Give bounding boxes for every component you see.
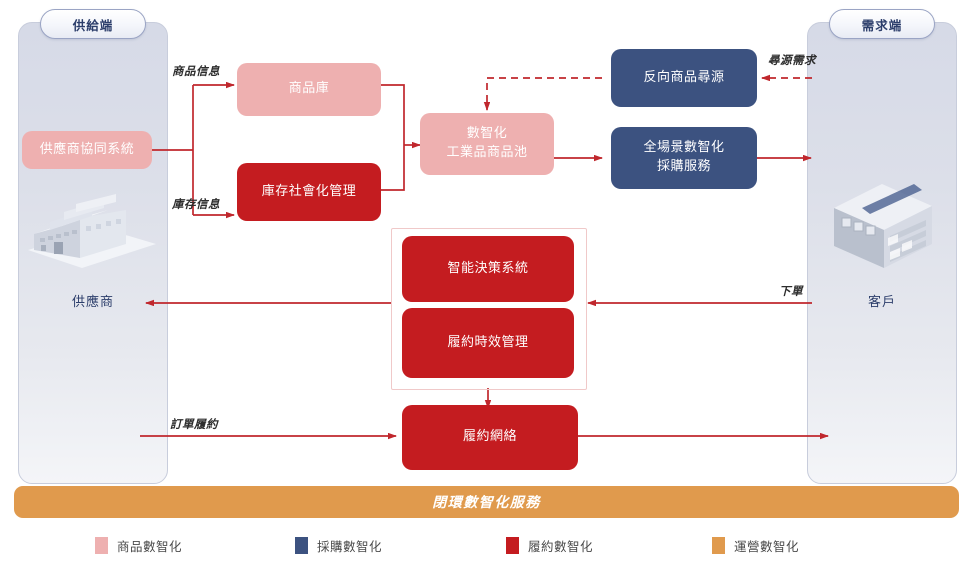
factory-isometric-icon (28, 194, 156, 268)
legend-item[interactable]: 採購數智化 (295, 536, 382, 555)
node-supplier-system-label: 供應商協同系統 (39, 141, 135, 157)
node-decision-system-label: 智能決策系統 (447, 260, 529, 276)
node-product-pool-line1: 數智化 (466, 126, 508, 142)
node-fulfillment-network-label: 履約網絡 (462, 429, 517, 445)
closed-loop-banner: 閉環數智化服務 (14, 486, 959, 518)
legend-label: 履約數智化 (528, 539, 594, 554)
legend-item[interactable]: 商品數智化 (95, 536, 182, 555)
node-inventory-socialization-label: 庫存社會化管理 (261, 183, 357, 199)
legend-label: 運營數智化 (734, 539, 800, 554)
legend-item[interactable]: 運營數智化 (712, 536, 799, 555)
node-fulfillment-network[interactable]: 履約網絡 (402, 405, 578, 470)
node-fulfillment-timing-label: 履約時效管理 (447, 334, 529, 350)
node-inventory-socialization[interactable]: 庫存社會化管理 (237, 163, 381, 221)
legend: 商品數智化 採購數智化 履約數智化 運營數智化 (0, 528, 973, 562)
warehouse-isometric-icon (834, 184, 932, 268)
node-product-pool[interactable]: 數智化 工業品商品池 (420, 113, 554, 175)
supply-side-pill: 供給端 (40, 9, 146, 39)
legend-swatch-icon (95, 537, 108, 554)
fulfillment-group-frame (391, 228, 587, 390)
customer-caption: 客戶 (867, 295, 896, 310)
edge-label-inventory-info: 庫存信息 (172, 197, 220, 211)
legend-swatch-icon (295, 537, 308, 554)
edge-label-product-info: 商品信息 (172, 64, 220, 78)
node-reverse-sourcing[interactable]: 反向商品尋源 (611, 49, 757, 107)
node-procurement-service[interactable]: 全場景數智化 採購服務 (611, 127, 757, 189)
node-decision-system[interactable]: 智能決策系統 (402, 236, 574, 302)
supply-side-pill-label: 供給端 (72, 17, 114, 33)
legend-label: 採購數智化 (317, 539, 383, 554)
edge-label-sourcing-demand: 尋源需求 (768, 53, 816, 67)
node-product-library-label: 商品庫 (288, 81, 330, 97)
closed-loop-banner-label: 閉環數智化服務 (432, 495, 541, 511)
edge-label-order-fulfillment: 訂單履約 (170, 417, 218, 431)
supplier-caption: 供應商 (71, 295, 114, 310)
legend-swatch-icon (712, 537, 725, 554)
node-fulfillment-timing[interactable]: 履約時效管理 (402, 308, 574, 378)
node-supplier-system[interactable]: 供應商協同系統 (22, 131, 152, 169)
legend-item[interactable]: 履約數智化 (506, 536, 593, 555)
node-reverse-sourcing-label: 反向商品尋源 (643, 69, 725, 85)
node-procurement-service-line2: 採購服務 (656, 159, 711, 174)
demand-side-pill-label: 需求端 (861, 17, 903, 33)
legend-label: 商品數智化 (117, 539, 183, 554)
demand-side-pill: 需求端 (829, 9, 935, 39)
legend-swatch-icon (506, 537, 519, 554)
node-product-library[interactable]: 商品庫 (237, 63, 381, 116)
node-product-pool-line2: 工業品商品池 (446, 145, 528, 160)
edge-label-place-order: 下單 (779, 284, 803, 298)
node-procurement-service-line1: 全場景數智化 (643, 140, 725, 156)
